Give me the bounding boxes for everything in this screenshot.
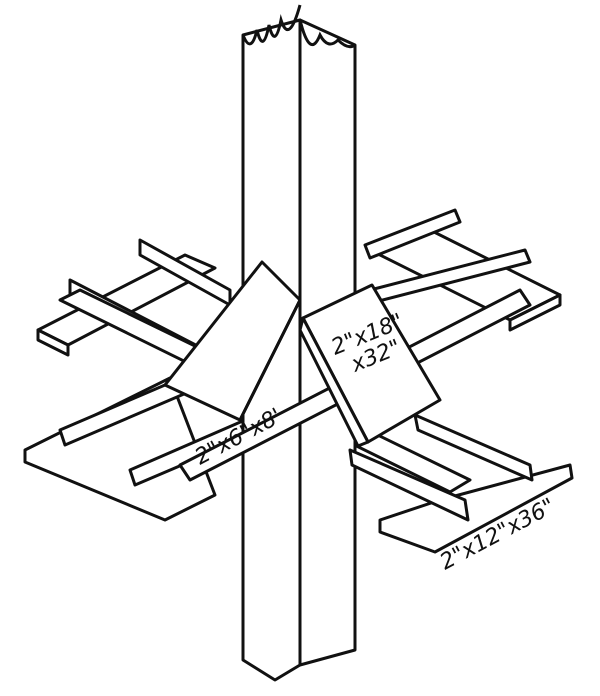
left-brace (163, 260, 302, 422)
front-right-pad (348, 413, 574, 554)
right-brace-2x18x32 (298, 283, 442, 448)
